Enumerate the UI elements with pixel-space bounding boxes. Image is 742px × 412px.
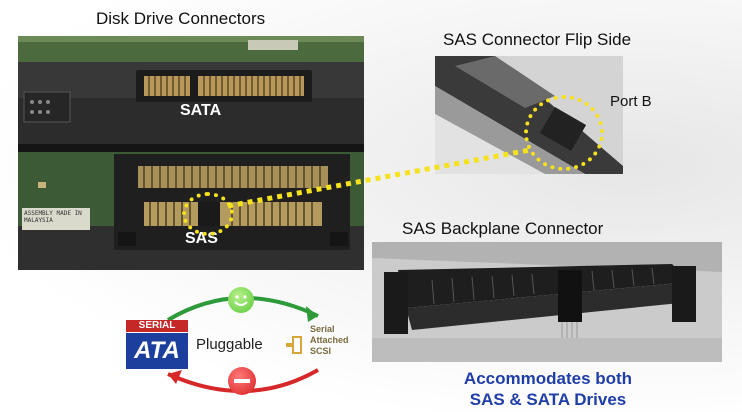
backplane-illustration — [372, 242, 722, 362]
no-entry-icon — [228, 367, 256, 395]
sata-logo-serial: SERIAL — [126, 320, 188, 332]
sas-logo: Serial Attached SCSI — [284, 322, 354, 372]
sas-logo-line-3: SCSI — [310, 346, 332, 356]
smiley-icon — [228, 287, 254, 313]
backplane-title: SAS Backplane Connector — [402, 219, 604, 238]
port-b-label: Port B — [610, 93, 652, 110]
backplane-photo — [372, 242, 722, 362]
disk-drive-title: Disk Drive Connectors — [96, 9, 266, 28]
caption: Accommodates both SAS & SATA Drives — [428, 368, 668, 410]
flip-side-highlight-circle — [524, 95, 604, 171]
flip-side-title: SAS Connector Flip Side — [443, 30, 632, 49]
caption-line-1: Accommodates both — [463, 369, 633, 388]
pluggable-label: Pluggable — [196, 336, 263, 353]
sas-logo-line-2: Attached — [310, 335, 349, 345]
sata-logo: SERIAL ATA — [126, 320, 188, 372]
assembly-sticker-text: ASSEMBLY MADE IN MALAYSIA — [24, 210, 82, 224]
sas-logo-line-1: Serial — [310, 324, 335, 334]
sas-logo-plug-icon — [286, 336, 306, 354]
caption-line-2: SAS & SATA Drives — [469, 390, 627, 409]
sas-highlight-circle — [182, 192, 234, 236]
sata-logo-ata: ATA — [126, 333, 188, 369]
sata-label: SATA — [180, 102, 222, 119]
